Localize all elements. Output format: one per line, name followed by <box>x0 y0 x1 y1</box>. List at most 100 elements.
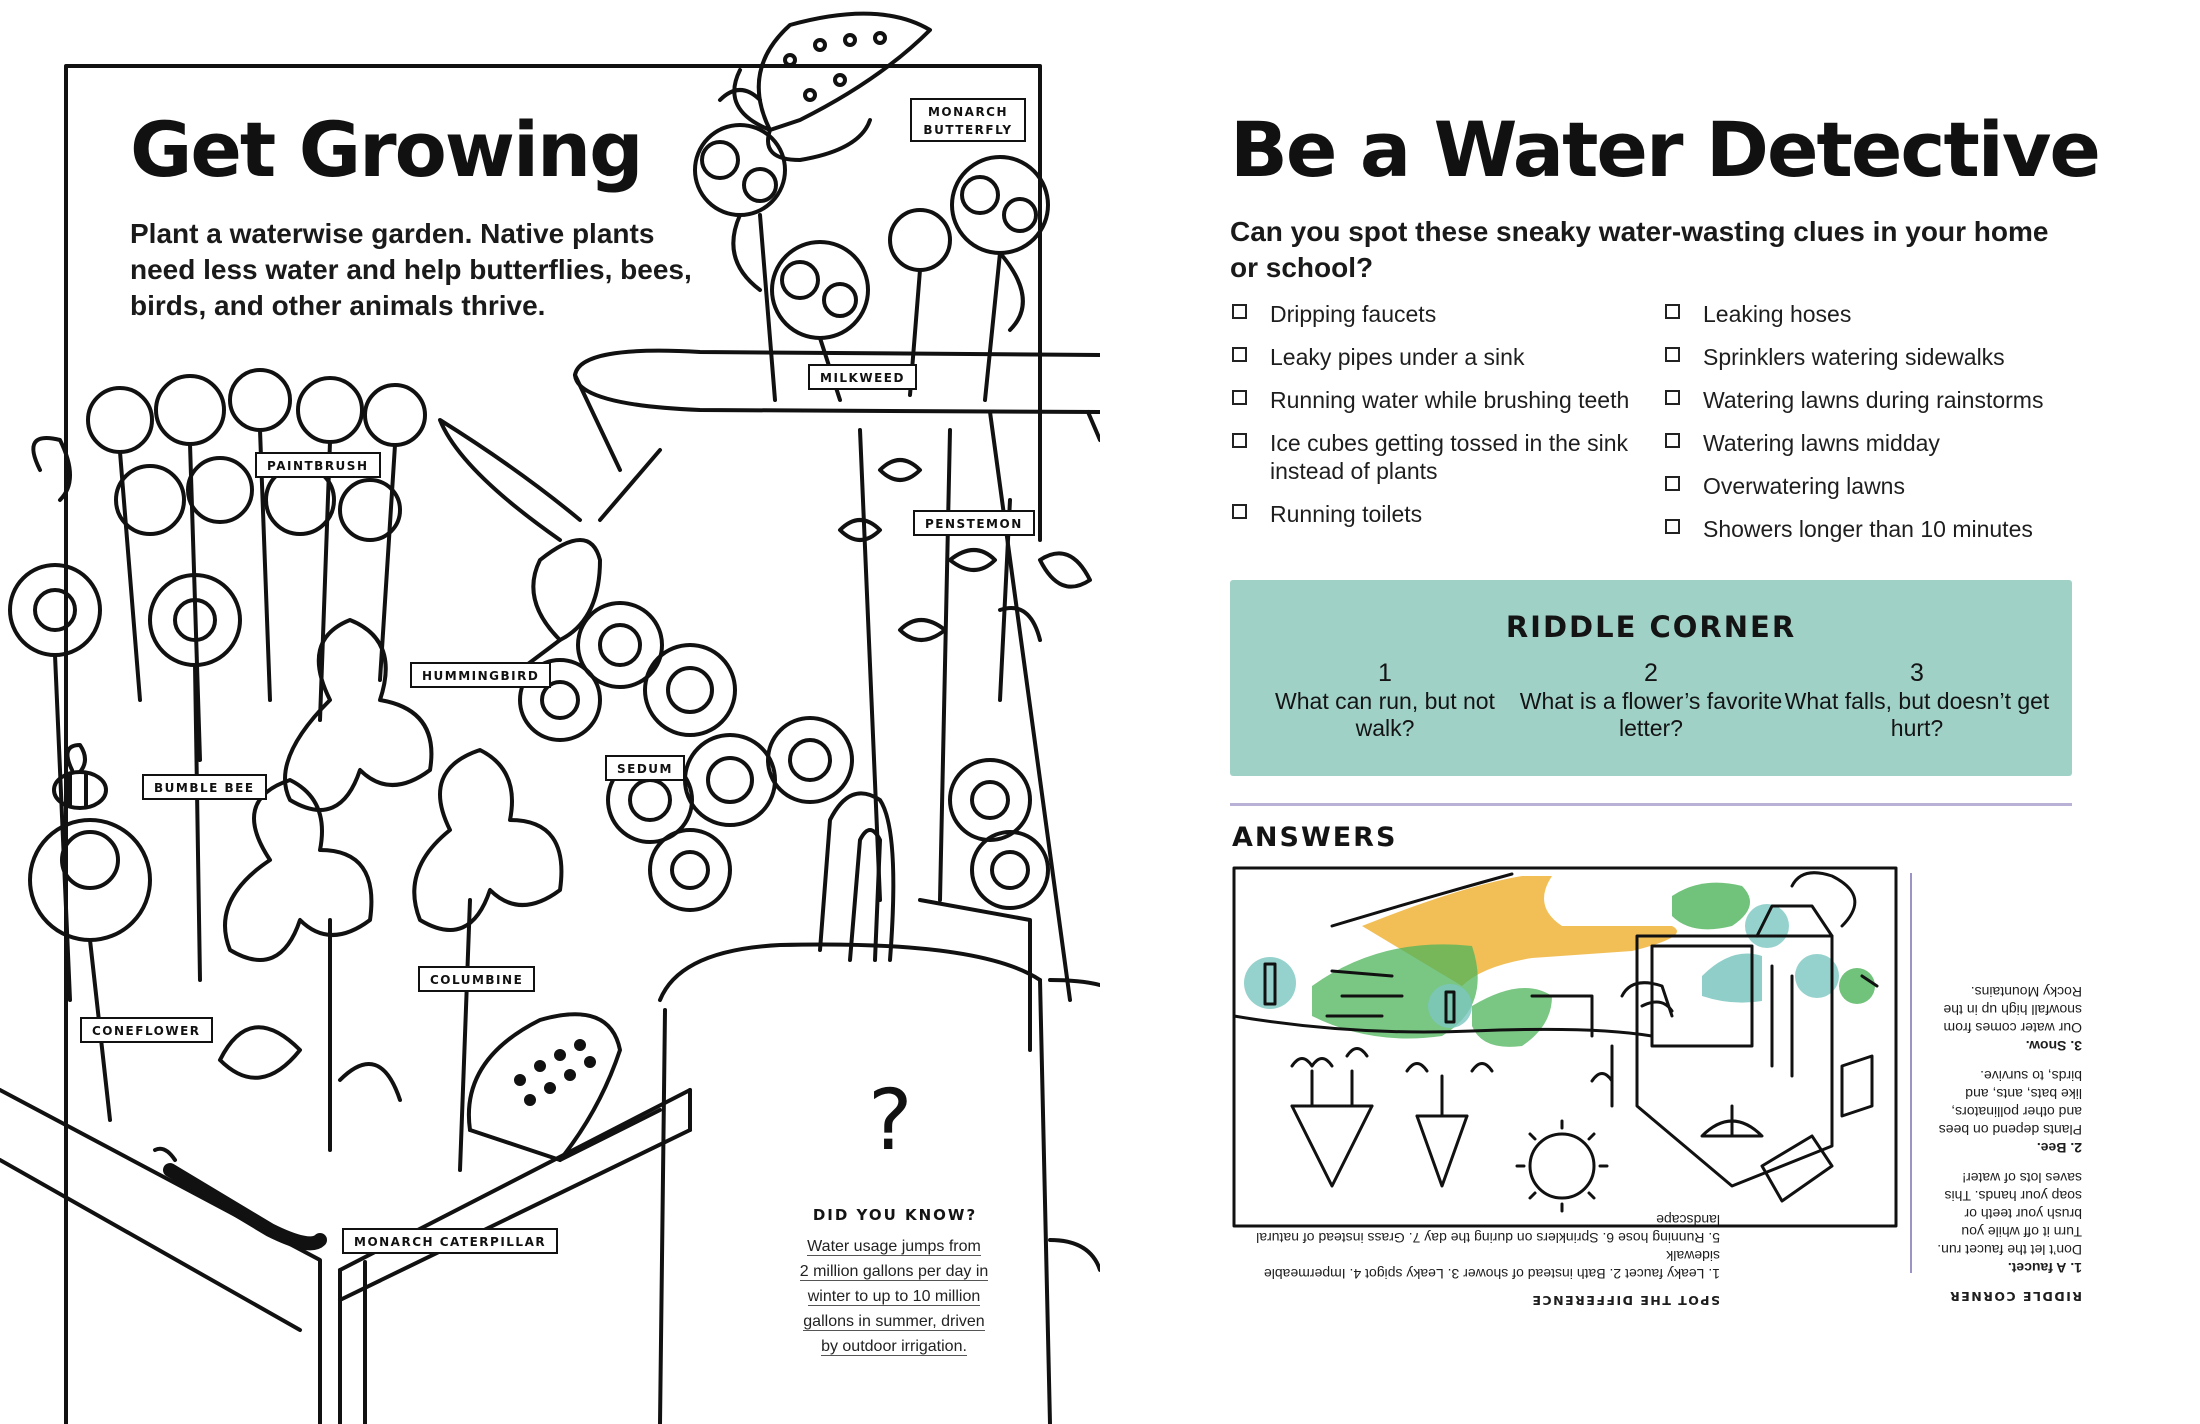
clue-label: Running toilets <box>1270 501 1423 527</box>
label-sedum: SEDUM <box>605 755 685 781</box>
clue-item[interactable]: Showers longer than 10 minutes <box>1663 515 2133 543</box>
clue-item[interactable]: Leaky pipes under a sink <box>1230 343 1650 371</box>
checkbox[interactable] <box>1665 304 1680 319</box>
clue-label: Leaky pipes under a sink <box>1270 344 1525 370</box>
clue-label: Running water while brushing teeth <box>1270 387 1630 413</box>
riddle-number: 1 <box>1378 659 1392 687</box>
section-divider <box>1230 803 2072 806</box>
answer-number: 3. <box>2070 1038 2082 1054</box>
riddle-1: 1 What can run, but not walk? <box>1250 658 1520 742</box>
label-columbine: COLUMBINE <box>418 966 536 992</box>
answer-number: 2. <box>2070 1140 2082 1156</box>
answer-word: Snow. <box>2025 1038 2067 1054</box>
penstemon-flowers <box>838 428 1092 902</box>
riddle-corner-box: RIDDLE CORNER 1 What can run, but not wa… <box>1230 580 2072 776</box>
checkbox[interactable] <box>1665 347 1680 362</box>
clue-label: Leaking hoses <box>1703 301 1852 327</box>
answers-title: ANSWERS <box>1232 822 1398 853</box>
clue-item[interactable]: Ice cubes getting tossed in the sink ins… <box>1230 429 1650 485</box>
riddle-answers: RIDDLE CORNER 1. A faucet. Don’t let the… <box>1932 872 2082 1304</box>
spot-the-difference-answers: SPOT THE DIFFERENCE 1. Leaky faucet 2. B… <box>1220 1212 1720 1308</box>
clue-label: Showers longer than 10 minutes <box>1703 516 2033 542</box>
riddle-number: 2 <box>1644 659 1658 687</box>
did-you-know-line: by outdoor irrigation. <box>821 1338 967 1356</box>
color-wash <box>1244 876 1875 1047</box>
flower-pot <box>573 348 1100 1002</box>
checkbox[interactable] <box>1232 433 1247 448</box>
label-monarch-butterfly-line1: MONARCH <box>927 105 1009 119</box>
riddle-answer-2: 2. Bee. Plants depend on bees and other … <box>1932 1067 2082 1157</box>
raised-garden-bed <box>0 898 1032 1424</box>
milkweed-flowers <box>693 123 1050 402</box>
riddle-2: 2 What is a flower’s favorite letter? <box>1516 658 1786 742</box>
right-page: Be a Water Detective Can you spot these … <box>1100 0 2200 1424</box>
did-you-know-text: Water usage jumps from 2 million gallons… <box>780 1234 1008 1359</box>
caterpillar-drawing <box>153 1146 327 1251</box>
label-hummingbird: HUMMINGBIRD <box>410 662 552 688</box>
page-title: Get Growing <box>130 105 644 194</box>
clue-label: Overwatering lawns <box>1703 473 1905 499</box>
riddle-corner-title: RIDDLE CORNER <box>1505 610 1797 644</box>
clue-label: Watering lawns during rainstorms <box>1703 387 2044 413</box>
riddle-text: What is a flower’s favorite letter? <box>1519 688 1783 741</box>
label-monarch-butterfly-line2: BUTTERFLY <box>923 123 1013 137</box>
clue-checklist-left: Dripping faucets Leaky pipes under a sin… <box>1230 300 1650 543</box>
riddle-3: 3 What falls, but doesn’t get hurt? <box>1782 658 2052 742</box>
clue-item[interactable]: Overwatering lawns <box>1663 472 2133 500</box>
monarch-butterfly-drawing <box>718 11 932 162</box>
label-milkweed: MILKWEED <box>808 364 917 390</box>
clue-item[interactable]: Watering lawns during rainstorms <box>1663 386 2133 414</box>
did-you-know-line: 2 million gallons per day in <box>799 1263 989 1281</box>
checkbox[interactable] <box>1232 390 1247 405</box>
left-page: Get Growing Plant a waterwise garden. Na… <box>0 11 1100 1424</box>
spot-the-difference-heading: SPOT THE DIFFERENCE <box>1530 1293 1720 1308</box>
riddle-answer-3: 3. Snow. Our water comes from snowfall h… <box>1932 983 2082 1055</box>
did-you-know-title: DID YOU KNOW? <box>812 1206 978 1224</box>
answer-text: Our water comes from snowfall high up in… <box>1943 984 2082 1036</box>
page-frame <box>64 64 1042 1424</box>
checkbox[interactable] <box>1232 304 1247 319</box>
clue-item[interactable]: Sprinklers watering sidewalks <box>1663 343 2133 371</box>
bumble-bee-drawing <box>52 743 108 810</box>
checkbox[interactable] <box>1232 347 1247 362</box>
riddle-answers-heading: RIDDLE CORNER <box>1948 1289 2082 1304</box>
checkbox[interactable] <box>1665 519 1680 534</box>
watering-can-drawing <box>466 791 1100 1424</box>
clue-item[interactable]: Dripping faucets <box>1230 300 1650 328</box>
clue-label: Ice cubes getting tossed in the sink ins… <box>1270 430 1628 484</box>
checkbox[interactable] <box>1665 390 1680 405</box>
checkbox[interactable] <box>1232 504 1247 519</box>
answer-word: A faucet. <box>2007 1260 2067 1276</box>
clue-label: Dripping faucets <box>1270 301 1437 327</box>
answers-vertical-rule <box>1910 873 1912 1273</box>
checkbox[interactable] <box>1665 476 1680 491</box>
clue-label: Sprinklers watering sidewalks <box>1703 344 2005 370</box>
garden-coloring-illustration <box>0 11 1100 1424</box>
label-monarch-butterfly: MONARCH BUTTERFLY <box>910 98 1026 142</box>
label-monarch-caterpillar: MONARCH CATERPILLAR <box>342 1228 559 1254</box>
spot-answers-line: 1. Leaky faucet 2. Bath instead of showe… <box>1263 1248 1720 1282</box>
clue-item[interactable]: Running toilets <box>1230 500 1650 528</box>
riddle-text: What can run, but not walk? <box>1275 688 1495 741</box>
sedum-flowers <box>518 601 1050 912</box>
label-paintbrush: PAINTBRUSH <box>255 452 381 478</box>
answer-text: Don’t let the faucet run. Turn it off wh… <box>1937 1170 2082 1258</box>
label-bumble-bee: BUMBLE BEE <box>142 774 267 800</box>
riddle-answer-1: 1. A faucet. Don’t let the faucet run. T… <box>1932 1169 2082 1277</box>
checkbox[interactable] <box>1665 433 1680 448</box>
label-penstemon: PENSTEMON <box>913 510 1035 536</box>
clue-checklist-right: Leaking hoses Sprinklers watering sidewa… <box>1663 300 2133 558</box>
detective-question: Can you spot these sneaky water-wasting … <box>1230 216 2049 283</box>
answer-number: 1. <box>2070 1260 2082 1276</box>
line-art <box>1232 866 1898 1228</box>
did-you-know-line: gallons in summer, driven <box>803 1313 985 1331</box>
spot-the-difference-scene <box>1232 866 1898 1228</box>
clue-item[interactable]: Leaking hoses <box>1663 300 2133 328</box>
coneflower-flowers <box>8 436 242 1122</box>
answer-text: Plants depend on bees and other pollinat… <box>1938 1068 2082 1138</box>
clue-item[interactable]: Watering lawns midday <box>1663 429 2133 457</box>
riddle-text: What falls, but doesn’t get hurt? <box>1784 688 2050 741</box>
did-you-know-line: winter to up to 10 million <box>807 1288 981 1306</box>
garden-intro-text: Plant a waterwise garden. Native plants … <box>130 218 692 321</box>
clue-item[interactable]: Running water while brushing teeth <box>1230 386 1650 414</box>
